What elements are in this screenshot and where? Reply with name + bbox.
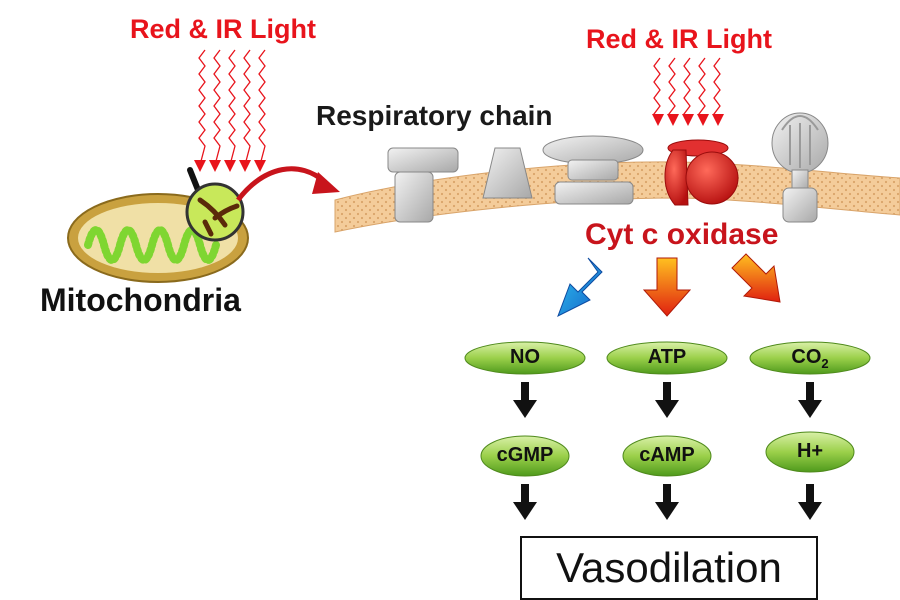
label-co2-main: CO bbox=[791, 346, 822, 368]
label-atp: ATP bbox=[647, 346, 687, 368]
arrow-no-icon bbox=[557, 257, 603, 318]
down-arrow-icon bbox=[655, 382, 679, 418]
down-arrow-icon bbox=[655, 484, 679, 520]
down-arrow-icon bbox=[513, 382, 537, 418]
pill-atp bbox=[606, 341, 728, 375]
label-co2-subscript: 2 bbox=[821, 356, 829, 371]
label-hplus: H+ bbox=[796, 440, 824, 462]
pill-co2 bbox=[749, 341, 871, 375]
magnifier-icon bbox=[185, 167, 245, 242]
light-label-left: Red & IR Light bbox=[130, 14, 316, 44]
pill-no bbox=[464, 341, 586, 375]
vasodilation-box: Vasodilation bbox=[520, 536, 818, 600]
light-rays-left-icon bbox=[198, 49, 266, 166]
vasodilation-label: Vasodilation bbox=[556, 544, 782, 591]
down-arrows bbox=[513, 382, 822, 520]
complex-ii bbox=[482, 147, 533, 199]
cyt-c-oxidase-complex bbox=[664, 139, 739, 206]
complex-iii bbox=[542, 135, 644, 205]
light-rays-right-icon bbox=[653, 57, 721, 119]
label-no: NO bbox=[510, 346, 540, 368]
cyt-c-oxidase-label: Cyt c oxidase bbox=[585, 218, 779, 251]
down-arrow-icon bbox=[513, 484, 537, 520]
respiratory-chain-label: Respiratory chain bbox=[316, 100, 553, 131]
pill-camp bbox=[622, 435, 712, 477]
down-arrow-icon bbox=[798, 382, 822, 418]
arrow-co2-icon bbox=[731, 253, 781, 303]
zoom-arrow bbox=[236, 166, 327, 202]
pill-cgmp bbox=[480, 435, 570, 477]
mitochondria-label: Mitochondria bbox=[40, 282, 241, 318]
complex-i bbox=[387, 147, 459, 223]
pill-hplus bbox=[765, 431, 855, 473]
label-co2: CO2 bbox=[750, 346, 870, 371]
label-camp: cAMP bbox=[639, 444, 695, 466]
arrow-atp-icon bbox=[642, 257, 692, 317]
light-label-right: Red & IR Light bbox=[586, 24, 772, 54]
atp-synthase bbox=[771, 112, 829, 223]
label-cgmp: cGMP bbox=[496, 444, 554, 466]
down-arrow-icon bbox=[798, 484, 822, 520]
